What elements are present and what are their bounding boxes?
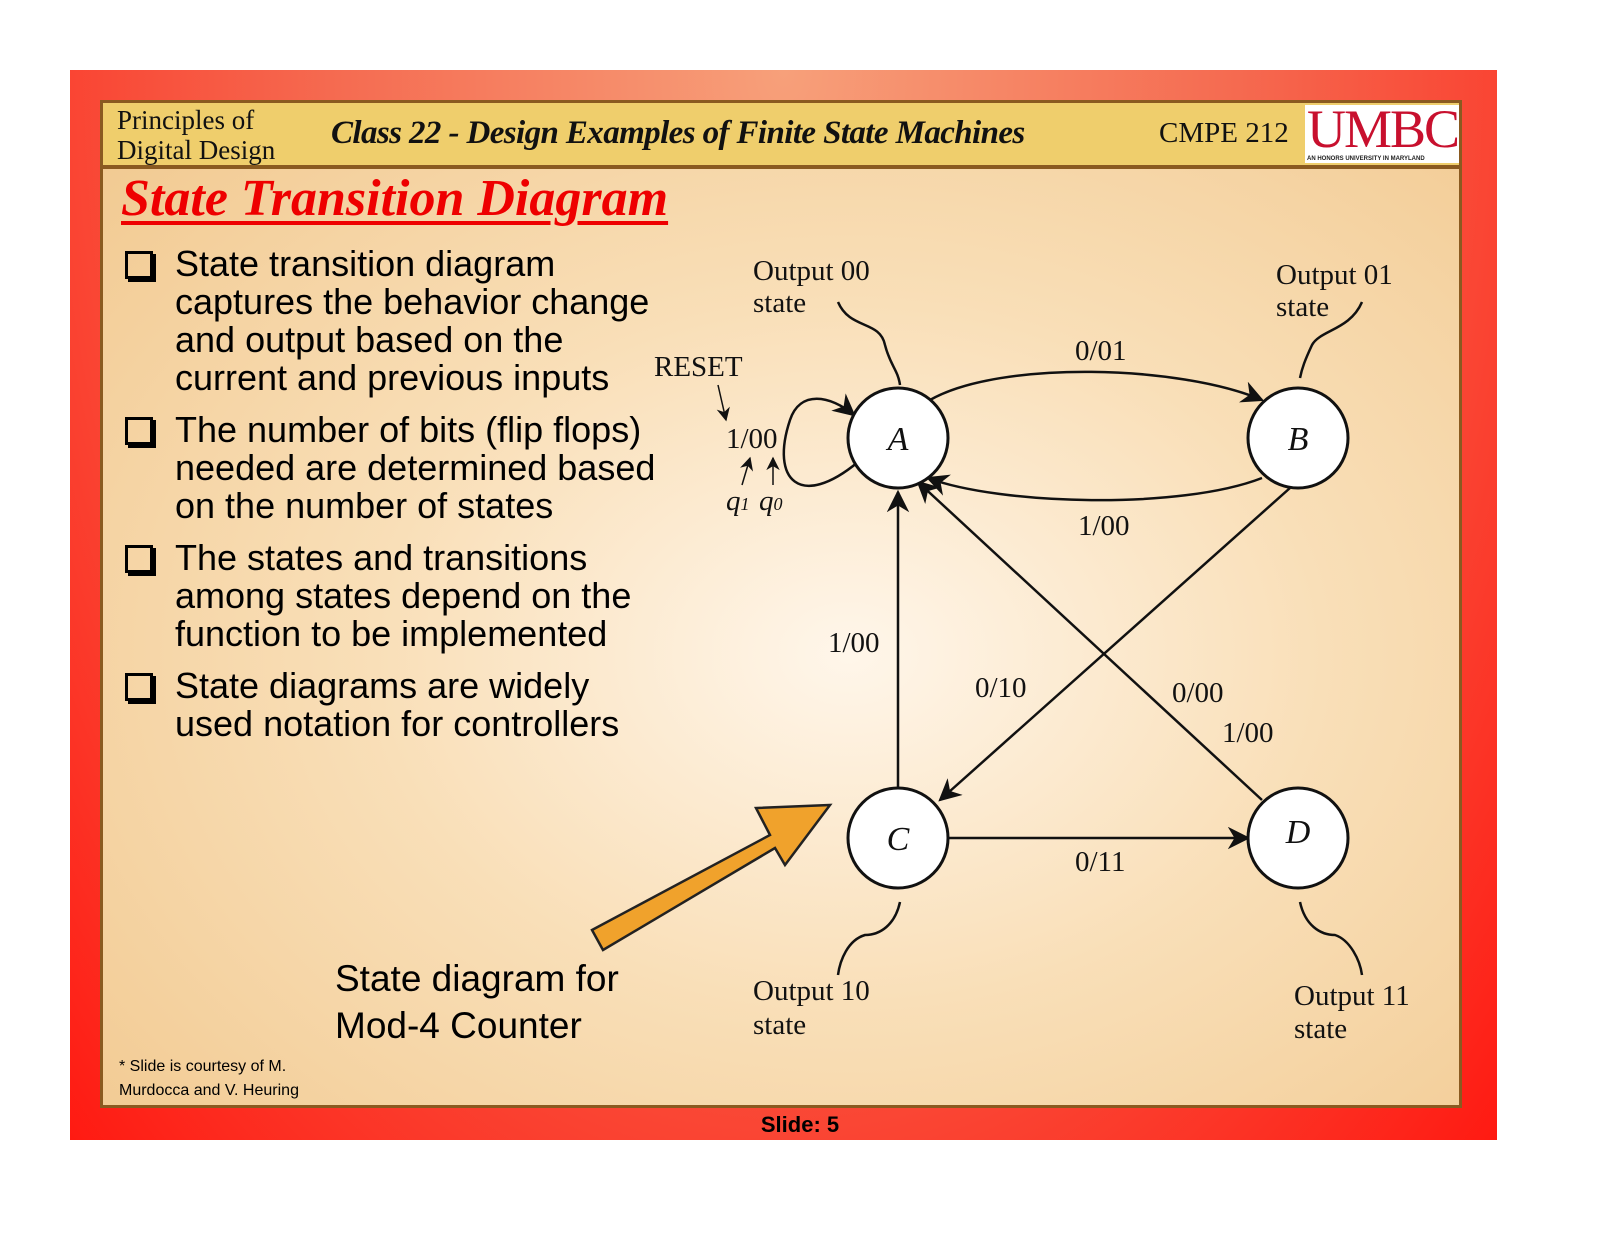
- slide-title: State Transition Diagram: [121, 170, 669, 227]
- note-c-line2: state: [753, 1009, 806, 1041]
- note-a-line1: Output 00: [753, 255, 870, 287]
- edge-b-a: [925, 474, 1263, 502]
- transition-ca-label: 1/00: [828, 627, 880, 659]
- edge-d-a: [916, 480, 1263, 801]
- logo-tagline: AN HONORS UNIVERSITY IN MARYLAND: [1307, 156, 1425, 162]
- note-squiggle-d: [1298, 901, 1364, 976]
- callout-arrow: [590, 803, 833, 952]
- note-c-line1: Output 10: [753, 975, 870, 1007]
- state-a-label: A: [886, 421, 909, 458]
- state-c: [846, 786, 950, 890]
- transition-ab-label: 0/01: [1075, 335, 1127, 367]
- note-a-line2: state: [753, 287, 806, 319]
- note-d-line1: Output 11: [1294, 980, 1410, 1012]
- edge-b-c: [938, 487, 1291, 802]
- bullet-text: State diagrams are widely used notation …: [175, 665, 620, 744]
- checkbox-bullet-icon: [125, 545, 153, 573]
- self-loop-a: [782, 393, 859, 488]
- transition-da-1-label: 1/00: [1222, 717, 1274, 749]
- bullet-item: State transition diagram captures the be…: [121, 245, 661, 397]
- credit-note: * Slide is courtesy of M. Murdocca and V.…: [119, 1055, 299, 1103]
- reset-label: RESET: [654, 351, 743, 383]
- bullet-text: The states and transitions among states …: [175, 537, 632, 654]
- q1-arrow: [740, 456, 754, 486]
- caption-line1: State diagram for: [335, 958, 619, 999]
- bullet-item: The states and transitions among states …: [121, 539, 661, 653]
- state-d-label: D: [1285, 814, 1311, 851]
- state-d: [1246, 786, 1350, 890]
- reset-arrow: [716, 384, 730, 422]
- edge-a-b: [929, 370, 1265, 403]
- transition-ba-label: 1/00: [1078, 510, 1130, 542]
- checkbox-bullet-icon: [125, 251, 153, 279]
- transition-bc-label: 0/10: [975, 672, 1027, 704]
- bullet-list: State transition diagram captures the be…: [121, 245, 661, 757]
- q0-label: q0: [759, 485, 783, 517]
- umbc-logo: UMBC AN HONORS UNIVERSITY IN MARYLAND: [1305, 105, 1459, 163]
- slide-number: Slide: 5: [760, 1112, 840, 1137]
- note-squiggle-c: [836, 901, 902, 976]
- self-loop-label: 1/00: [726, 423, 778, 455]
- note-squiggle-b: [1298, 301, 1364, 379]
- transition-cd-label: 0/11: [1075, 846, 1125, 878]
- checkbox-bullet-icon: [125, 673, 153, 701]
- state-b-label: B: [1288, 421, 1309, 458]
- q1-label: q1: [726, 485, 750, 517]
- note-d-line2: state: [1294, 1013, 1347, 1045]
- course-line1: Principles of: [117, 105, 255, 135]
- course-line2: Digital Design: [117, 135, 276, 165]
- bullet-text: State transition diagram captures the be…: [175, 243, 650, 398]
- course-code: CMPE 212: [1159, 117, 1289, 149]
- transition-da-0-label: 0/00: [1172, 677, 1224, 709]
- state-c-label: C: [887, 821, 910, 858]
- caption-line2: Mod-4 Counter: [335, 1005, 582, 1046]
- note-squiggle-a: [836, 301, 902, 386]
- bullet-item: State diagrams are widely used notation …: [121, 667, 661, 743]
- state-a: [846, 386, 950, 490]
- class-title: Class 22 - Design Examples of Finite Sta…: [331, 115, 1025, 151]
- state-b: [1246, 386, 1350, 490]
- bullet-item: The number of bits (flip flops) needed a…: [121, 411, 661, 525]
- logo-text: UMBC: [1307, 105, 1459, 153]
- credit-line1: * Slide is courtesy of M.: [119, 1058, 287, 1075]
- note-b-line1: Output 01: [1276, 259, 1393, 291]
- checkbox-bullet-icon: [125, 417, 153, 445]
- credit-line2: Murdocca and V. Heuring: [119, 1082, 299, 1099]
- bullet-text: The number of bits (flip flops) needed a…: [175, 409, 656, 526]
- note-b-line2: state: [1276, 291, 1329, 323]
